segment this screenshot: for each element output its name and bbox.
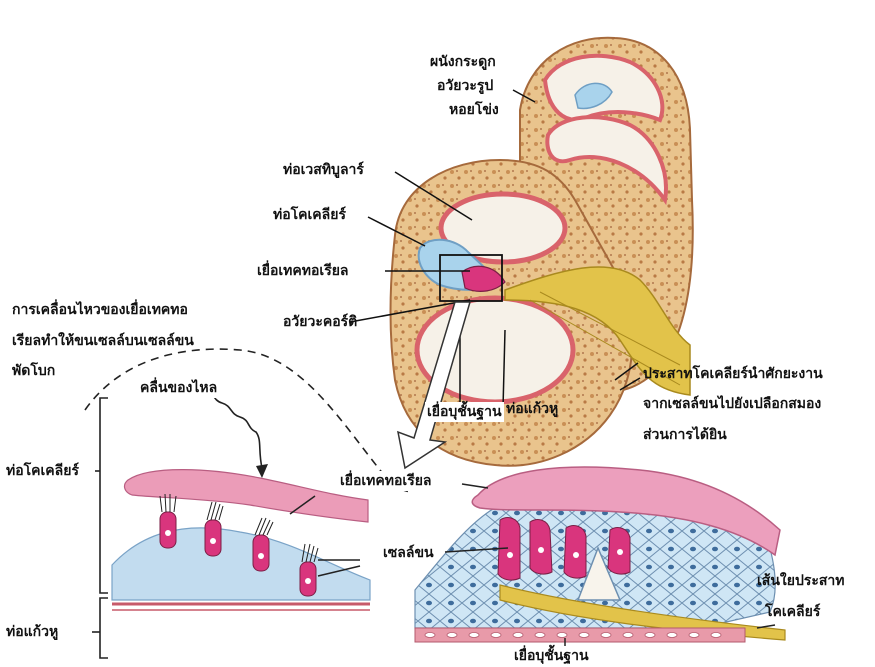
schematic-tectorial-membrane (125, 470, 368, 522)
label-bony-wall-2: อวัยวะรูป (437, 76, 493, 96)
label-tympanic-duct-top: ท่อแก้วหู (506, 399, 558, 419)
label-cochlear-nerve-1: ประสาทโคเคลียร์นำศักยะงาน (643, 364, 823, 384)
label-vestibular-duct: ท่อเวสทิบูลาร์ (283, 160, 364, 180)
label-tectorial-membrane-bottom: เยื่อเทคทอเรียล (338, 471, 434, 491)
label-nerve-fiber-1: เส้นใยประสาท (757, 571, 845, 591)
label-movement-note-3: พัดโบก (12, 361, 55, 381)
bracket-tympanic-duct (100, 598, 108, 658)
bracket-cochlear-duct (100, 398, 108, 593)
label-hair-cell: เซลล์ขน (381, 543, 436, 563)
label-movement-note-2: เรียลทำให้ขนเซลล์บนเซลล์ขน (12, 331, 194, 351)
label-cochlear-nerve-2: จากเซลล์ขนไปยังเปลือกสมอง (643, 394, 821, 414)
label-bony-wall-3: หอยโข่ง (449, 100, 499, 120)
label-tympanic-duct-left: ท่อแก้วหู (6, 622, 58, 642)
organ-of-corti-detail (415, 467, 785, 652)
schematic-base-tissue (112, 528, 370, 600)
label-tectorial-membrane-top: เยื่อเทคทอเรียล (257, 261, 349, 281)
wave-squiggle-arrow (205, 388, 262, 468)
schematic-hair-cells (85, 349, 410, 658)
label-basilar-membrane-bottom: เยื่อบุชั้นฐาน (512, 646, 591, 666)
label-cochlear-duct-left: ท่อโคเคลียร์ (6, 461, 79, 481)
label-fluid-wave: คลื่นของไหล (138, 378, 219, 398)
schematic-hair-cell-2 (205, 502, 223, 556)
label-nerve-fiber-2: โคเคลียร์ (765, 602, 820, 622)
label-cochlear-nerve-3: ส่วนการได้ยิน (643, 425, 727, 445)
label-cochlear-duct-top: ท่อโคเคลียร์ (273, 205, 346, 225)
label-bony-wall-1: ผนังกระดูก (430, 52, 496, 72)
label-basilar-membrane-top: เยื่อบุชั้นฐาน (425, 402, 504, 422)
label-movement-note-1: การเคลื่อนไหวของเยื่อเทคทอ (12, 300, 188, 320)
label-organ-of-corti: อวัยวะคอร์ติ (283, 312, 357, 332)
schematic-hair-cell-1 (160, 494, 176, 548)
